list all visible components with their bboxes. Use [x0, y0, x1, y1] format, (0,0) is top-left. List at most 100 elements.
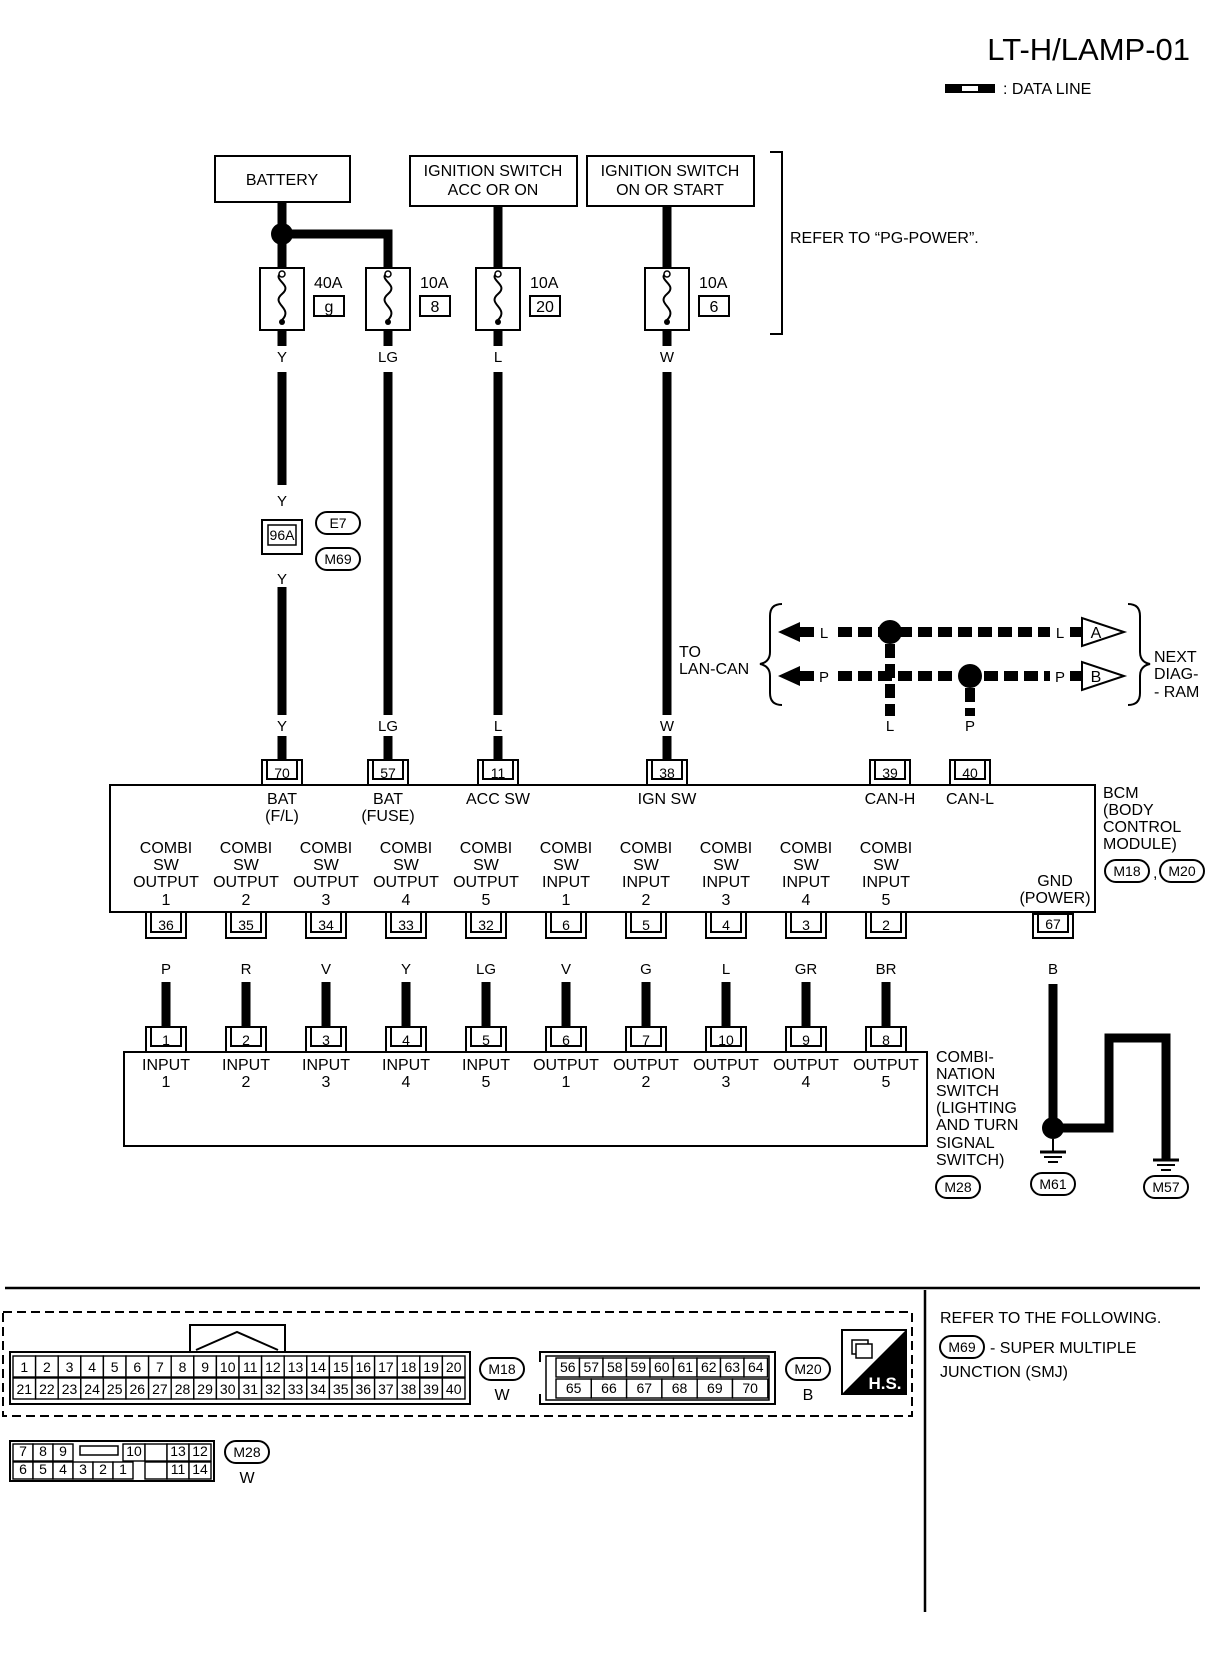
fuse-2-id: 8 [431, 299, 440, 316]
bcm-combi-pin-36: 36 [158, 917, 174, 933]
cs-pin-label1-4: INPUT [382, 1057, 430, 1074]
can-h-right-wire: L [1056, 625, 1064, 642]
ignition-on-box: IGNITION SWITCH ON OR START [586, 155, 755, 207]
battery-box: BATTERY [214, 155, 351, 203]
m18-cell-17: 17 [378, 1359, 394, 1375]
data-line-legend: : DATA LINE [945, 81, 1091, 98]
cs-pin-label2-3: 3 [322, 1074, 331, 1091]
m18-cell-39: 39 [423, 1381, 439, 1397]
refer-text2: JUNCTION (SMJ) [940, 1364, 1068, 1381]
ground-point-m57: M57 [1152, 1179, 1179, 1195]
m18-cell-7: 7 [156, 1359, 164, 1375]
m18-cell-23: 23 [62, 1381, 78, 1397]
m18-cell-14: 14 [310, 1359, 326, 1375]
m18-cell-21: 21 [17, 1381, 33, 1397]
ground-wire-3: B [1161, 1077, 1171, 1094]
ground-wire-2: B [1104, 1077, 1114, 1094]
m28-cell-6: 6 [19, 1461, 27, 1477]
m20-cell-67: 67 [636, 1380, 652, 1396]
cs-pin-label1-5: INPUT [462, 1057, 510, 1074]
combi-wire-9: GR [795, 961, 817, 1027]
bcm-combi-label3-33: OUTPUT [373, 874, 439, 891]
m20-cell-69: 69 [707, 1380, 723, 1396]
bcm-combi-pin-32: 32 [478, 917, 494, 933]
m28-cell-8: 8 [39, 1443, 47, 1459]
bcm-top-label2-70: (F/L) [265, 808, 299, 825]
ignition-acc-box: IGNITION SWITCH ACC OR ON [409, 155, 578, 207]
fuse3-wire-color: L [494, 349, 502, 366]
ground-wire-1: B [1048, 1077, 1058, 1094]
bcm-combi-label3-3: INPUT [782, 874, 830, 891]
m18-cell-40: 40 [446, 1381, 462, 1397]
cs-pin-label2-8: 5 [882, 1074, 891, 1091]
bcm-combi-label2-35: SW [233, 857, 260, 874]
bcm-top-pin-number-11: 11 [491, 765, 506, 781]
bcm-combi-label2-34: SW [313, 857, 340, 874]
cs-pin-label2-2: 2 [242, 1074, 251, 1091]
bcm-gnd-pin: 67 [1045, 916, 1061, 932]
bcm-combi-label1-3: COMBI [780, 840, 832, 857]
cs-pin-number-1: 1 [162, 1032, 170, 1048]
bcm-connector-m18: M18 [1113, 863, 1140, 879]
bcm-combi-label3-35: OUTPUT [213, 874, 279, 891]
cs-pin-number-3: 3 [322, 1032, 330, 1048]
combi-wire-color-2: R [241, 961, 252, 978]
can-l-arrow-left [778, 666, 800, 686]
bcm-combi-label4-35: 2 [242, 892, 251, 909]
bcm-combi-label1-5: COMBI [620, 840, 672, 857]
combi-wire-5: LG [476, 961, 496, 1027]
bcm-label-3: CONTROL [1103, 819, 1181, 836]
m20-cell-70: 70 [742, 1380, 758, 1396]
bcm-top-pin-number-70: 70 [274, 765, 290, 781]
bcm-combi-pin-33: 33 [398, 917, 414, 933]
m18-name: M18 [488, 1361, 515, 1377]
bcm-combi-label2-5: SW [633, 857, 660, 874]
bcm-combi-pin-35: 35 [238, 917, 254, 933]
m18-cell-30: 30 [220, 1381, 236, 1397]
fuse4-wire-color: W [660, 349, 675, 366]
m28-cell-2: 2 [99, 1461, 107, 1477]
m18-cell-36: 36 [356, 1381, 372, 1397]
ignition-on-line2: ON OR START [616, 182, 724, 199]
bcm-top-wire-40: P [965, 718, 975, 735]
cs-connector-m28: M28 [944, 1179, 971, 1195]
bcm-combi-label2-2: SW [873, 857, 900, 874]
refer-connector-m69: M69 [948, 1339, 975, 1355]
bcm-top-label-57: BAT [373, 791, 403, 808]
lan-can-section: TO LAN-CAN L P L P A B NEXT DIAG- - RAM [679, 603, 1199, 716]
combination-switch-box [123, 1051, 928, 1147]
m18-cell-2: 2 [43, 1359, 51, 1375]
smj-connector-m69: M69 [324, 551, 351, 567]
next-a-label: A [1091, 625, 1102, 642]
bcm-label-4: MODULE) [1103, 836, 1177, 853]
m20-name: M20 [794, 1361, 821, 1377]
fuse2-wire-color: LG [378, 349, 398, 366]
cs-pin-number-8: 8 [882, 1032, 890, 1048]
cs-pin-number-10: 10 [718, 1032, 734, 1048]
m20-cell-62: 62 [701, 1359, 717, 1375]
bcm-combi-label3-34: OUTPUT [293, 874, 359, 891]
m20-cell-65: 65 [566, 1380, 582, 1396]
ignition-acc-line1: IGNITION SWITCH [424, 163, 563, 180]
bcm-top-wire-39: L [886, 718, 894, 735]
cs-pin-label2-1: 1 [162, 1074, 171, 1091]
next-diagram-1: NEXT [1154, 649, 1197, 666]
can-l-right-wire: P [1055, 669, 1065, 686]
hs-label: H.S. [868, 1374, 901, 1393]
m20-cell-61: 61 [677, 1359, 693, 1375]
bcm-combi-label1-35: COMBI [220, 840, 272, 857]
data-line-legend-text: : DATA LINE [1003, 81, 1091, 98]
bcm-top-wire-57: LG [378, 718, 398, 735]
m18-cell-18: 18 [401, 1359, 417, 1375]
m20-cell-58: 58 [607, 1359, 623, 1375]
